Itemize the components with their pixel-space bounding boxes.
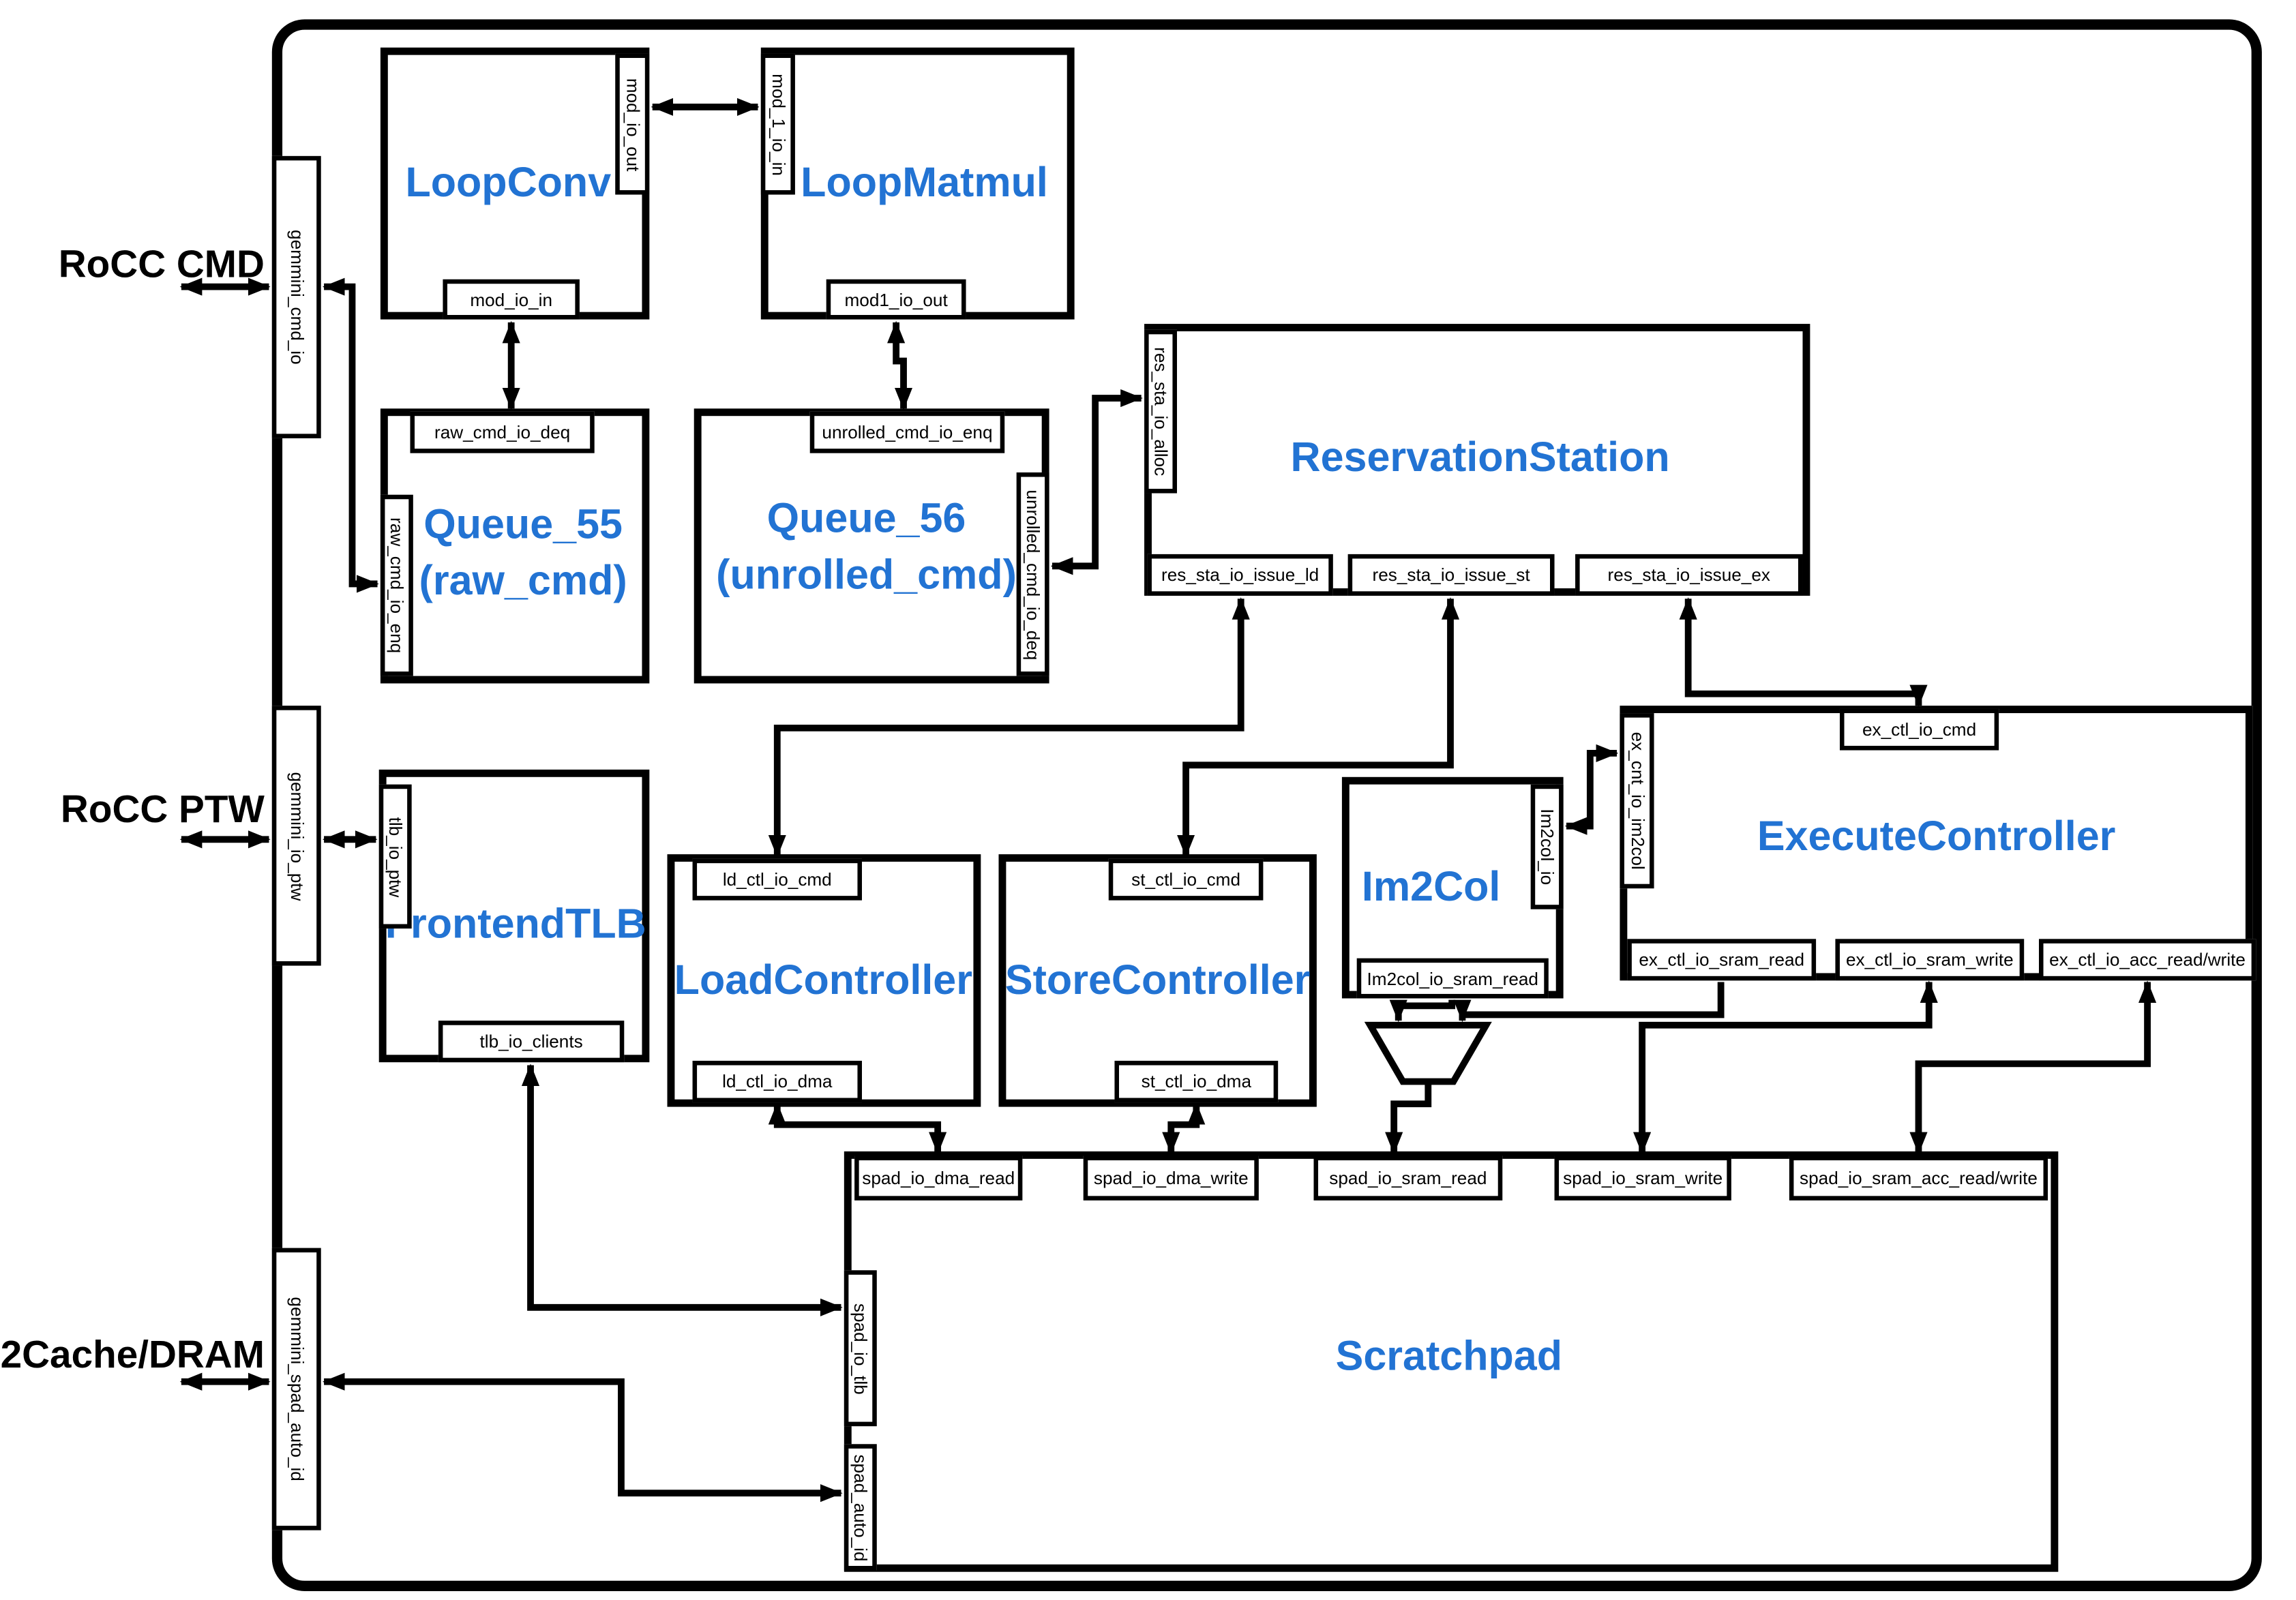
port-gemmini-cmd-io: gemmini_cmd_io (271, 155, 321, 438)
port-ex-ctl-io-sram-write: ex_ctl_io_sram_write (1835, 939, 2025, 981)
queue55-title: Queue_55 (raw_cmd) (419, 496, 627, 609)
port-gemmini-spad-auto-id: gemmini_spad_auto_id (271, 1248, 321, 1530)
port-res-sta-io-alloc: res_sta_io_alloc (1144, 329, 1178, 494)
port-unrolled-cmd-io-deq: unrolled_cmd_io_deq (1016, 472, 1049, 676)
port-gemmini-spad-auto-id-label: gemmini_spad_auto_id (286, 1297, 308, 1481)
port-ld-ctl-io-dma: ld_ctl_io_dma (692, 1061, 862, 1103)
conn-lddma-spaddmaread (768, 1102, 947, 1155)
queue56-title-line2: (unrolled_cmd) (716, 551, 1017, 598)
conn-im2col-exectl (1564, 744, 1619, 835)
port-raw-cmd-io-deq: raw_cmd_io_deq (410, 411, 595, 453)
port-spad-io-sram-read: spad_io_sram_read (1313, 1156, 1503, 1201)
conn-mux-spadsramread (1385, 1081, 1432, 1155)
port-mod-io-out-label: mod_io_out (622, 77, 643, 171)
port-gemmini-cmd-io-label: gemmini_cmd_io (286, 230, 308, 365)
port-mod-io-in: mod_io_in (443, 279, 580, 320)
rocc-ptw-label: RoCC PTW (60, 786, 265, 832)
port-res-sta-io-alloc-label: res_sta_io_alloc (1150, 347, 1172, 477)
conn-exacc-spadacc (1909, 980, 2157, 1155)
port-mod1-io-out: mod1_io_out (826, 279, 966, 320)
store-controller-title: StoreController (1004, 956, 1311, 1003)
port-ex-cnt-io-im2col: ex_cnt_io_im2col (1620, 713, 1654, 889)
port-spad-io-dma-write: spad_io_dma_write (1083, 1156, 1259, 1201)
conn-spadautoid (322, 1372, 843, 1503)
port-ld-ctl-io-cmd: ld_ctl_io_cmd (692, 858, 862, 901)
load-controller-title: LoadController (674, 956, 972, 1003)
port-spad-io-sram-write: spad_io_sram_write (1554, 1156, 1731, 1201)
port-ex-cnt-io-im2col-label: ex_cnt_io_im2col (1626, 731, 1648, 870)
port-tlb-io-clients: tlb_io_clients (438, 1021, 625, 1063)
port-spad-auto-id: spad_auto_id (844, 1444, 877, 1571)
conn-issuest-storectl (1177, 597, 1460, 858)
queue56-title: Queue_56 (unrolled_cmd) (716, 491, 1017, 603)
conn-exsramwrite-spad (1633, 980, 1938, 1155)
conn-cmdio-queue55 (322, 277, 379, 593)
port-tlb-io-ptw-label: tlb_io_ptw (385, 816, 406, 897)
port-unrolled-cmd-io-deq-label: unrolled_cmd_io_deq (1022, 489, 1043, 660)
scratchpad-title: Scratchpad (1335, 1333, 1562, 1379)
port-gemmini-io-ptw-label: gemmini_io_ptw (286, 771, 308, 901)
conn-im2colsram-mux (1389, 999, 1456, 1023)
port-st-ctl-io-dma: st_ctl_io_dma (1114, 1061, 1279, 1103)
port-raw-cmd-io-enq-label: raw_cmd_io_enq (386, 517, 408, 654)
port-tlb-io-ptw: tlb_io_ptw (378, 784, 412, 929)
frontend-tlb-title: FrontendTLB (385, 900, 646, 947)
block-loopconv (380, 47, 650, 320)
conn-issueld-loadctl (768, 597, 1250, 858)
reservation-station-title: ReservationStation (1290, 434, 1670, 481)
port-spad-io-sram-acc-read-write: spad_io_sram_acc_read/write (1789, 1156, 2048, 1201)
block-reservation-station (1144, 324, 1810, 596)
port-mod-1-io-in: mod_1_io_in (760, 53, 795, 195)
l2cache-dram-label: L2Cache/DRAM (0, 1331, 265, 1377)
port-res-sta-io-issue-ld: res_sta_io_issue_ld (1147, 554, 1333, 596)
port-res-sta-io-issue-ex: res_sta_io_issue_ex (1575, 554, 1803, 596)
port-ex-ctl-io-acc-read-write: ex_ctl_io_acc_read/write (2038, 939, 2256, 981)
loopmatmul-title: LoopMatmul (801, 159, 1048, 205)
port-gemmini-io-ptw: gemmini_io_ptw (271, 706, 321, 966)
im2col-title: Im2Col (1361, 863, 1501, 909)
port-spad-io-tlb-label: spad_io_tlb (850, 1302, 871, 1394)
port-im2col-io: Im2col_io (1530, 784, 1564, 909)
port-spad-io-tlb: spad_io_tlb (844, 1270, 877, 1427)
conn-queue56-resstation (1050, 389, 1143, 575)
queue55-title-line1: Queue_55 (423, 500, 623, 547)
port-unrolled-cmd-io-enq: unrolled_cmd_io_enq (809, 411, 1005, 453)
port-res-sta-io-issue-st: res_sta_io_issue_st (1347, 554, 1555, 596)
port-spad-auto-id-label: spad_auto_id (850, 1453, 871, 1561)
mux-shape (1364, 1021, 1492, 1085)
port-ex-ctl-io-cmd: ex_ctl_io_cmd (1839, 708, 1999, 751)
port-st-ctl-io-cmd: st_ctl_io_cmd (1108, 858, 1264, 901)
block-scratchpad (844, 1151, 2059, 1572)
port-mod-io-out: mod_io_out (615, 53, 650, 195)
queue55-title-line2: (raw_cmd) (419, 557, 627, 603)
conn-issueex-exectl (1679, 597, 1928, 708)
port-im2col-io-sram-read: Im2col_io_sram_read (1356, 958, 1549, 999)
conn-tlbclients-spadtlb (521, 1063, 843, 1316)
port-raw-cmd-io-enq: raw_cmd_io_enq (380, 494, 413, 676)
conn-loopmatmul-queue56 (887, 320, 913, 410)
conn-stdma-spaddmawrite (1162, 1102, 1206, 1155)
execute-controller-title: ExecuteController (1757, 813, 2116, 859)
port-spad-io-dma-read: spad_io_dma_read (854, 1156, 1023, 1201)
port-im2col-io-label: Im2col_io (1536, 809, 1557, 886)
loopconv-title: LoopConv (405, 159, 612, 205)
port-ex-ctl-io-sram-read: ex_ctl_io_sram_read (1627, 939, 1817, 981)
queue56-title-line1: Queue_56 (766, 495, 966, 541)
port-mod-1-io-in-label: mod_1_io_in (767, 73, 789, 175)
